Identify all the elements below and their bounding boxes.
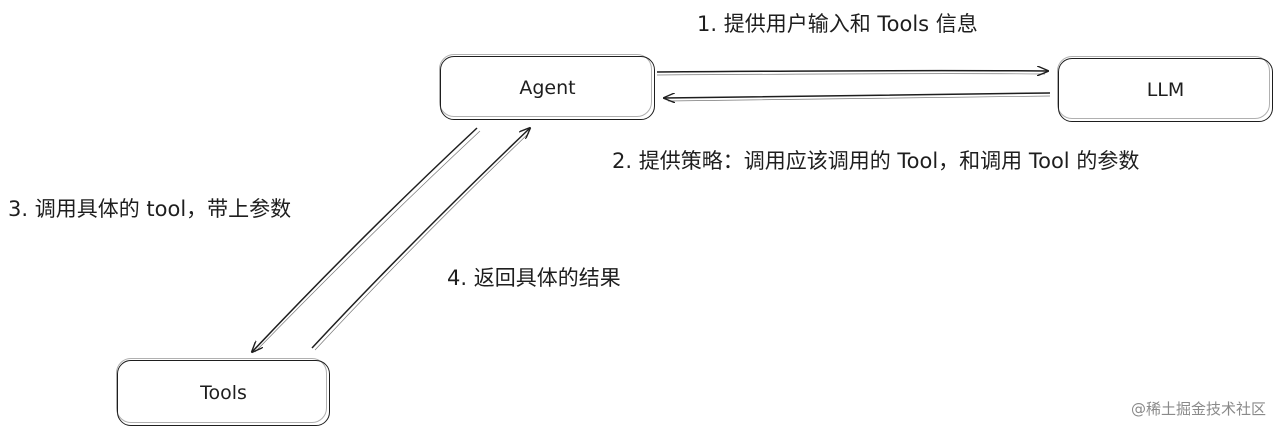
edge-label-agent-to-llm: 1. 提供用户输入和 Tools 信息 bbox=[697, 12, 978, 36]
llm-node: LLM bbox=[1057, 56, 1273, 122]
arrow-tools-to-agent bbox=[311, 128, 530, 349]
edge-label-llm-to-agent: 2. 提供策略：调用应该调用的 Tool，和调用 Tool 的参数 bbox=[612, 149, 1140, 173]
arrow-agent-to-llm bbox=[656, 71, 1048, 72]
tools-label: Tools bbox=[200, 382, 247, 404]
edge-label-tools-to-agent: 4. 返回具体的结果 bbox=[447, 266, 621, 290]
llm-label: LLM bbox=[1146, 79, 1185, 101]
edge-label-agent-to-tools: 3. 调用具体的 tool，带上参数 bbox=[8, 197, 292, 221]
arrow-agent-to-tools bbox=[252, 127, 478, 352]
agent-node: Agent bbox=[439, 54, 655, 120]
watermark: @稀土掘金技术社区 bbox=[1130, 400, 1266, 418]
arrow-llm-to-agent bbox=[664, 92, 1051, 98]
agent-label: Agent bbox=[519, 77, 576, 99]
tools-node: Tools bbox=[116, 358, 330, 426]
